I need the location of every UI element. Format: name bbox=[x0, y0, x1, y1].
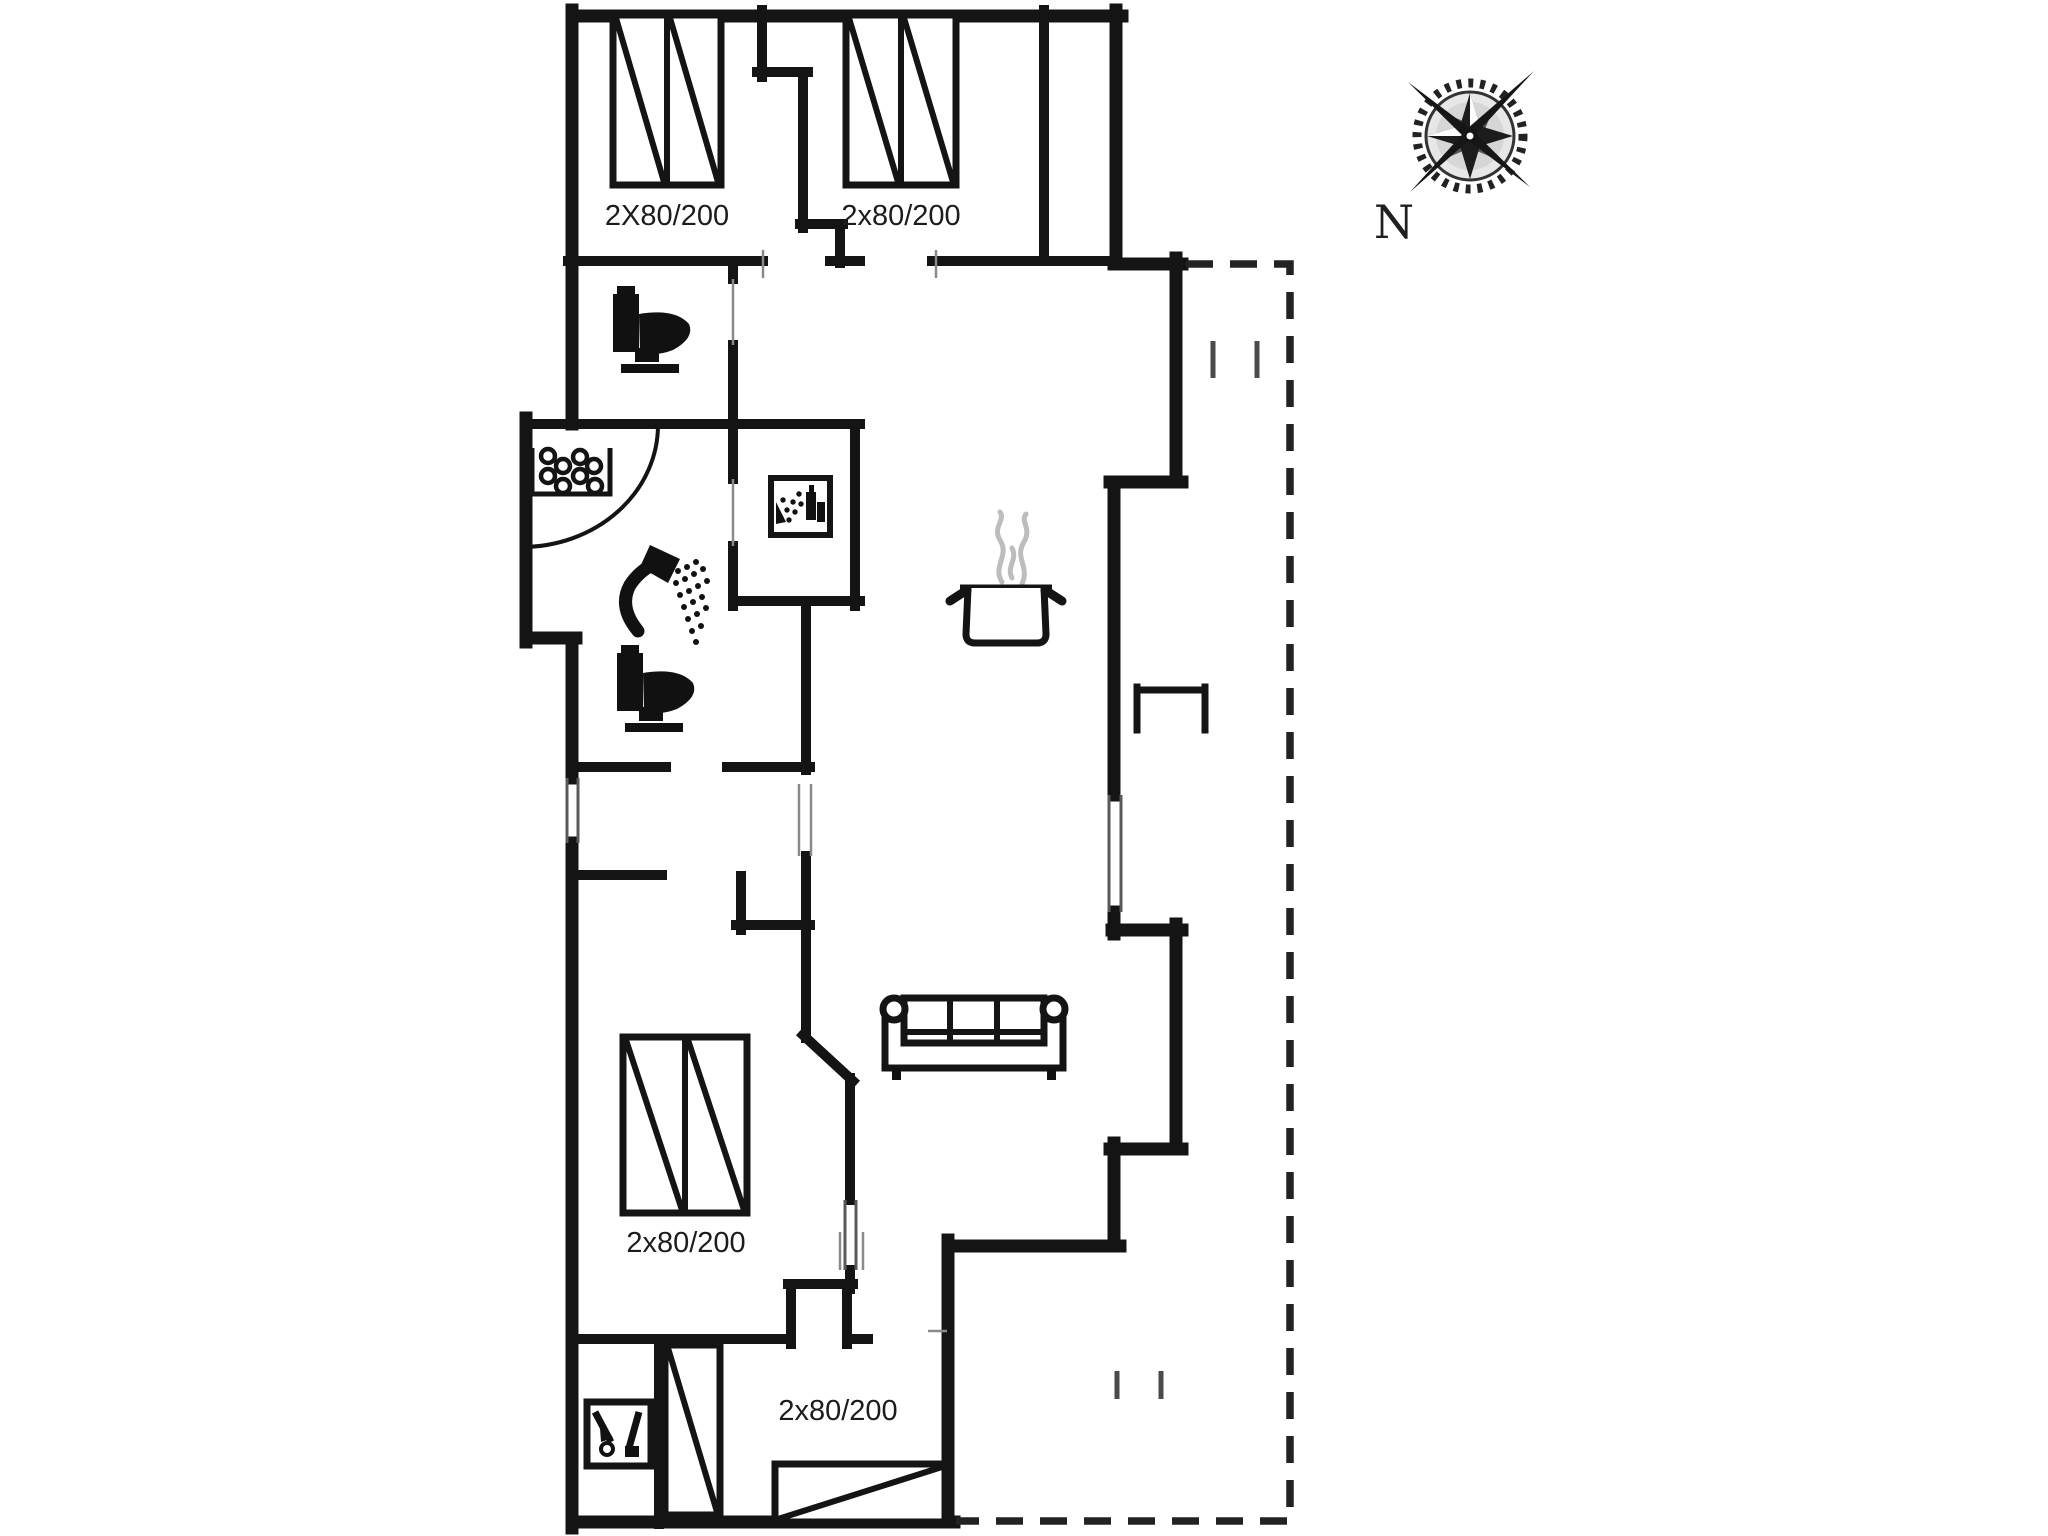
bed-size-label: 2x80/200 bbox=[841, 200, 960, 232]
toilet-icon bbox=[617, 645, 695, 732]
terrace-outline bbox=[956, 260, 1294, 1525]
entry-door-swing-arc bbox=[521, 424, 660, 549]
steam-icon bbox=[994, 509, 1030, 587]
bed-top-left: 2X80/200 bbox=[605, 11, 729, 232]
window-lines bbox=[565, 778, 1123, 1270]
vacuum-cleaner-icon bbox=[583, 1398, 655, 1470]
interior-walls bbox=[521, 5, 1121, 1529]
doormat-icon bbox=[529, 446, 613, 497]
bed-bottom: 2x80/200 bbox=[661, 1341, 949, 1526]
bed-size-label: 2X80/200 bbox=[605, 200, 729, 232]
shower-icon bbox=[619, 545, 710, 645]
bed-size-label: 2x80/200 bbox=[778, 1395, 897, 1427]
compass-rose-icon: N bbox=[1374, 71, 1534, 249]
toilet-icon bbox=[613, 286, 691, 373]
compass-north-label: N bbox=[1374, 195, 1414, 249]
bed-middle: 2x80/200 bbox=[619, 1033, 751, 1259]
cooking-pot-icon bbox=[945, 509, 1067, 647]
exterior-walls bbox=[519, 3, 1189, 1535]
sofa-icon bbox=[879, 994, 1069, 1080]
bed-size-label: 2x80/200 bbox=[626, 1227, 745, 1259]
bed-top-middle: 2x80/200 bbox=[841, 11, 961, 232]
laundry-supplies-icon bbox=[768, 475, 833, 538]
door-openings bbox=[521, 250, 947, 1333]
wood-stove-icon bbox=[1133, 683, 1209, 734]
